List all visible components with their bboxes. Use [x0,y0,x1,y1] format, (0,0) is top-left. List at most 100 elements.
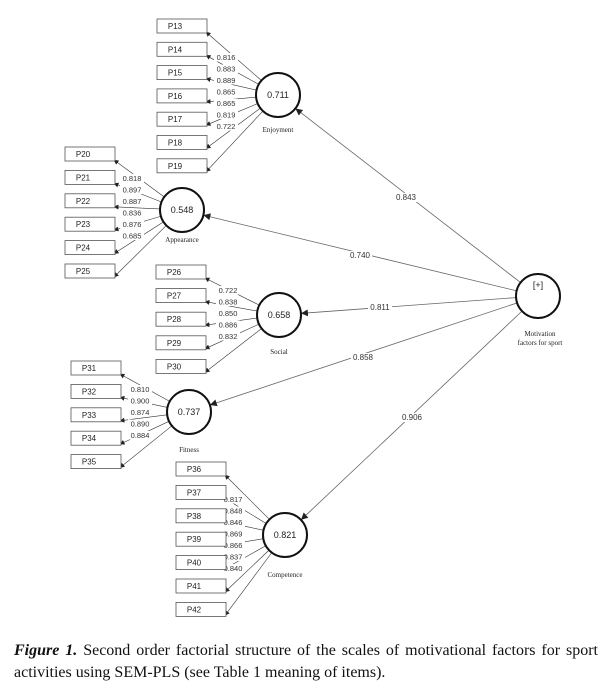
item-rect [156,158,208,174]
item-rect [156,18,208,34]
loading-value-p27: 0.838 [219,298,238,307]
item-label: P34 [82,434,97,443]
loading-bg [120,231,144,240]
loading-bg [128,431,152,440]
item-box-p20: P20 [64,146,116,162]
enjoyment-path-coef-bg [394,193,418,202]
loading-arrow-p33 [119,414,168,423]
item-box-p40: P40 [175,555,227,570]
item-box-p14: P14 [156,41,208,57]
second-order-construct: [+] Motivation factors for sport [515,273,562,347]
item-box-p25: P25 [64,263,116,279]
item-label: P13 [168,22,183,31]
item-label: P17 [168,115,183,124]
enjoyment-r-squared: 0.711 [267,90,289,100]
item-label: P35 [82,458,97,467]
item-label: P39 [187,535,202,544]
social-path-arrow [300,297,517,317]
item-box-p23: P23 [64,216,116,232]
item-rect [64,146,116,162]
appearance-r-squared: 0.548 [171,205,194,215]
caption-label: Figure 1. [14,642,78,659]
appearance-name: Appearance [165,236,198,244]
item-rect [175,484,227,500]
item-label: P22 [76,197,91,206]
item-box-p31: P31 [70,360,122,376]
item-rect [64,216,116,232]
fitness-path-coef-bg [351,353,375,362]
item-box-p38: P38 [175,508,227,524]
item-box-p21: P21 [64,169,116,185]
item-box-p36: P36 [175,461,227,477]
loading-bg [128,385,152,394]
loading-value-p28: 0.850 [219,309,238,318]
item-rect [64,169,116,185]
figure-caption: Figure 1. Second order factorial structu… [14,640,598,684]
loading-bg [221,495,245,504]
fitness-path-coefficient: 0.858 [353,353,374,362]
loading-arrow-p42 [224,552,273,616]
loading-bg [216,332,240,341]
item-rect [175,578,227,594]
loading-bg [120,208,144,217]
item-label: P24 [76,244,91,253]
enjoyment-name: Enjoyment [263,126,294,134]
item-rect [64,240,116,256]
loading-value-p16: 0.865 [217,88,236,97]
loading-bg [216,297,240,306]
loading-bg [120,174,144,183]
item-label: P41 [187,582,202,591]
fitness-name: Fitness [179,446,199,454]
loading-value-p14: 0.883 [217,65,236,74]
loading-bg [221,564,245,573]
item-label: P20 [76,150,91,159]
item-label: P21 [76,173,91,182]
loading-bg [214,87,238,96]
enjoyment-path-coefficient: 0.843 [396,193,417,202]
item-box-p33: P33 [70,407,122,423]
loading-value-p33: 0.874 [131,408,150,417]
loading-arrow-p22 [113,204,161,210]
item-rect [155,288,207,304]
loading-bg [214,53,238,62]
item-rect [156,88,208,104]
item-box-p37: P37 [175,484,227,500]
item-rect [64,193,116,209]
loading-value-p17: 0.865 [217,99,236,108]
item-label: P37 [187,488,202,497]
loading-bg [214,76,238,85]
item-box-p17: P17 [156,111,208,127]
item-rect [70,430,122,446]
loading-value-p29: 0.886 [219,321,238,330]
competence-r-squared: 0.821 [274,530,297,540]
item-rect [156,135,208,150]
item-label: P42 [187,605,202,614]
loading-arrow-p30 [204,328,262,373]
loading-value-p34: 0.890 [131,420,150,429]
competence-name: Competence [268,571,303,579]
item-rect [155,311,207,327]
social-path-coef-bg [368,303,392,312]
item-rect [175,555,227,570]
loading-arrow-p36 [224,474,270,520]
social-path-coefficient: 0.811 [370,303,390,312]
loading-value-p39: 0.869 [224,530,243,539]
loading-bg [214,99,238,108]
caption-text: Second order factorial structure of the … [14,642,599,681]
loading-bg [120,197,144,206]
loading-arrow-p19 [205,110,264,173]
loading-bg [216,286,240,295]
loading-arrow-p41 [224,549,270,593]
loading-value-p18: 0.819 [217,111,236,120]
loading-value-p25: 0.685 [123,232,142,241]
item-label: P15 [168,69,183,78]
loading-value-p21: 0.897 [123,186,142,195]
competence-path-coefficient: 0.906 [402,413,423,422]
item-label: P23 [76,220,91,229]
item-rect [155,335,207,351]
loading-bg [216,320,240,329]
appearance-circle [159,187,205,233]
loading-bg [120,185,144,194]
